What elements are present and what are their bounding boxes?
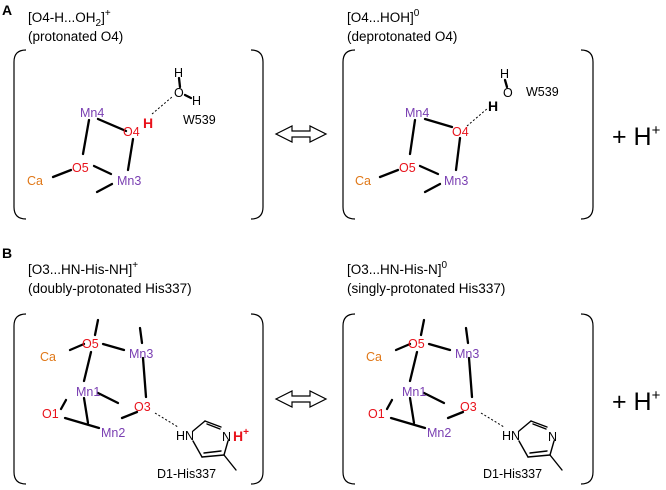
panel-b-left-bracket-open	[13, 313, 27, 485]
panel-b-left-his-h-proton: H+	[233, 427, 249, 444]
panel-b-left-structure: O5 Mn3 Ca Mn1 O3 O1 Mn2 HN N H+ D1-His33…	[40, 318, 249, 481]
panel-b-right-structure: O5 Mn3 Ca Mn1 O3 O1 Mn2 HN N D1-His337	[366, 318, 563, 481]
panel-a-left-water-o: O	[174, 86, 184, 100]
panel-a-right-o5: O5	[399, 161, 416, 175]
panel-b-left-mn2: Mn2	[101, 426, 125, 440]
panel-b-right-residue: D1-His337	[483, 467, 542, 481]
panel-a-right-o4: O4	[452, 125, 469, 139]
panel-b-left-mn1: Mn1	[76, 385, 100, 399]
panel-b-equilibrium-arrow	[274, 390, 328, 408]
panel-a-left-mn3: Mn3	[117, 174, 141, 188]
panel-b-letter: B	[2, 245, 12, 261]
panel-b-left-his-n: N	[222, 430, 231, 444]
panel-b-right-title: [O3...HN-His-N]0	[347, 260, 448, 277]
panel-b-left-mn3: Mn3	[129, 347, 153, 361]
panel-b-left-his-hn: HN	[176, 429, 194, 443]
panel-b-left-subtitle: (doubly-protonated His337)	[28, 281, 192, 296]
panel-b-left-bracket-close	[250, 313, 264, 485]
panel-b-right-his-n: N	[548, 430, 557, 444]
panel-a-right-water-h1: H	[500, 67, 509, 81]
panel-b-released-proton: + H+	[612, 387, 661, 416]
panel-a-equilibrium-arrow	[274, 125, 328, 143]
panel-a-right-title: [O4...HOH]0	[347, 8, 420, 25]
panel-a-released-proton: + H+	[612, 122, 661, 151]
panel-a-right-mn4: Mn4	[405, 106, 429, 120]
panel-a-left-ca: Ca	[27, 174, 43, 188]
panel-b-right-bracket-close	[580, 313, 594, 485]
panel-a-left-water-h2: H	[192, 94, 201, 108]
panel-b-left-o5: O5	[82, 337, 99, 351]
panel-b-right-mn3: Mn3	[455, 347, 479, 361]
panel-b-right-ca: Ca	[366, 350, 382, 364]
panel-a-left-o4: O4	[123, 125, 140, 139]
panel-b-right-his-hn: HN	[502, 429, 520, 443]
panel-a-right-bracket-open	[342, 49, 356, 220]
panel-b-right-mn1: Mn1	[402, 385, 426, 399]
panel-a-right-w539: W539	[526, 85, 559, 99]
panel-b-left-title: [O3...HN-His-NH]+	[28, 260, 138, 277]
panel-a-left-h-proton: H	[143, 115, 153, 131]
panel-a-left-title: [O4-H...OH2]+	[28, 8, 111, 29]
panel-a-left-subtitle: (protonated O4)	[28, 29, 123, 44]
panel-b-right-mn2: Mn2	[427, 426, 451, 440]
panel-a-left-bracket-close	[250, 49, 264, 220]
panel-b-right-o1: O1	[368, 407, 385, 421]
panel-a-letter: A	[2, 2, 12, 18]
panel-a-left-bracket-open	[13, 49, 27, 220]
panel-a-left-water-h1: H	[174, 66, 183, 80]
panel-b-left-residue: D1-His337	[157, 467, 216, 481]
panel-a-right-h-bold: H	[488, 98, 498, 114]
panel-a-left-o5: O5	[72, 161, 89, 175]
panel-b-left-ca: Ca	[40, 350, 56, 364]
panel-a-right-water-o: O	[503, 86, 513, 100]
panel-b-right-o5: O5	[408, 337, 425, 351]
panel-b-left-o1: O1	[42, 407, 59, 421]
panel-b-left-o3: O3	[134, 400, 151, 414]
panel-a-right-subtitle: (deprotonated O4)	[347, 29, 457, 44]
panel-b-right-subtitle: (singly-protonated His337)	[347, 281, 505, 296]
panel-a-right-structure: Mn4 Mn3 O4 O5 Ca H H O W539	[355, 67, 559, 194]
panel-a-right-ca: Ca	[355, 174, 371, 188]
panel-a-left-structure: Mn4 Mn3 O4 H O5 Ca H O H W539	[27, 66, 216, 194]
panel-a-right-mn3: Mn3	[444, 174, 468, 188]
panel-a-left-mn4: Mn4	[80, 106, 104, 120]
panel-a-left-w539: W539	[183, 113, 216, 127]
panel-a-right-bracket-close	[580, 49, 594, 220]
panel-b-right-o3: O3	[460, 400, 477, 414]
panel-b-right-bracket-open	[342, 313, 356, 485]
